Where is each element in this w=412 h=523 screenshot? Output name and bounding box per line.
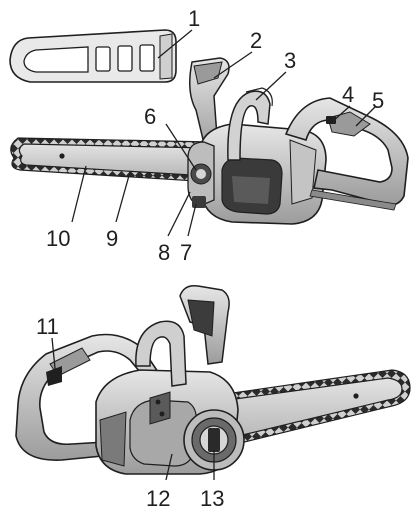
rear-handle-top bbox=[284, 97, 409, 211]
callout-3: 3 bbox=[284, 48, 296, 73]
callout-5: 5 bbox=[372, 88, 384, 113]
leader-11 bbox=[51, 337, 57, 379]
callout-13: 13 bbox=[200, 486, 224, 511]
callout-9: 9 bbox=[106, 226, 118, 251]
guide-bar-top bbox=[10, 137, 213, 183]
leader-3 bbox=[255, 71, 287, 101]
callout-4: 4 bbox=[342, 82, 354, 107]
top-handle bbox=[227, 87, 273, 161]
leader-1 bbox=[157, 29, 193, 59]
callout-11: 11 bbox=[36, 314, 59, 339]
callout-2: 2 bbox=[250, 28, 262, 53]
leader-12 bbox=[165, 453, 173, 481]
callout-12: 12 bbox=[146, 486, 170, 511]
callout-10: 10 bbox=[46, 226, 70, 251]
callout-7: 7 bbox=[180, 240, 192, 265]
callout-labels: 1 2 3 4 5 6 7 8 9 10 11 12 13 bbox=[36, 6, 384, 511]
leader-4 bbox=[331, 105, 351, 123]
bar-cover bbox=[9, 29, 177, 83]
leader-5 bbox=[355, 105, 377, 127]
guide-bar-bottom bbox=[225, 369, 411, 447]
leader-7 bbox=[187, 203, 197, 237]
leader-lines bbox=[51, 29, 377, 481]
leader-6 bbox=[165, 123, 197, 171]
top-handle-bottom bbox=[135, 320, 187, 425]
leader-8 bbox=[167, 191, 191, 237]
front-handguard-top bbox=[189, 57, 230, 153]
front-handguard-bottom bbox=[179, 284, 230, 365]
callout-1: 1 bbox=[188, 6, 200, 31]
leader-10 bbox=[71, 165, 87, 223]
tension-knob bbox=[183, 409, 245, 471]
callout-8: 8 bbox=[158, 240, 170, 265]
leader-9 bbox=[115, 171, 131, 223]
leader-2 bbox=[213, 51, 253, 79]
sprocket-cover-top bbox=[187, 141, 215, 208]
callout-6: 6 bbox=[144, 104, 156, 129]
